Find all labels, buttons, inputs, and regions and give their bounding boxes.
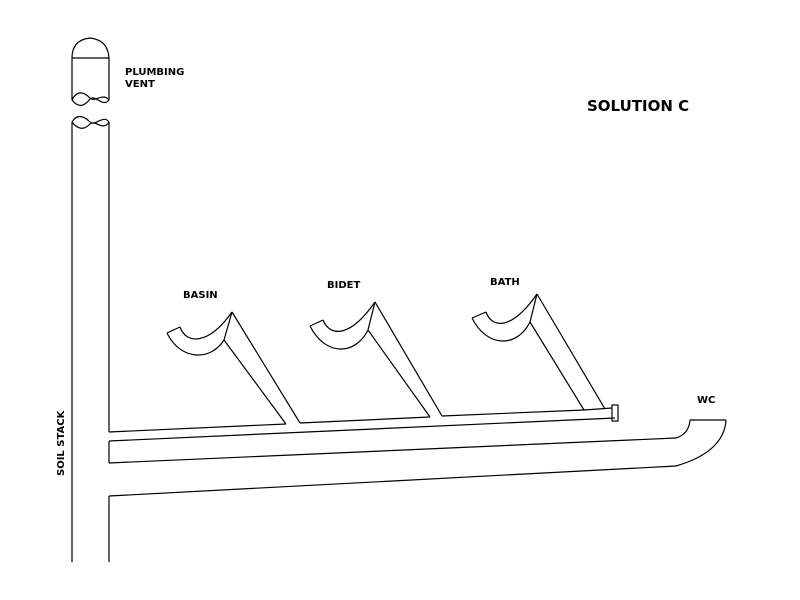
wc-label: WC xyxy=(697,395,715,406)
branch-drain xyxy=(108,404,619,442)
bidet-trap xyxy=(309,301,443,418)
bath-trap xyxy=(471,293,606,411)
basin-label: BASIN xyxy=(183,290,218,301)
basin-trap xyxy=(166,311,301,425)
soil-stack-label: SOIL STACK xyxy=(56,409,67,476)
bidet-label: BIDET xyxy=(327,280,360,291)
soil-stack xyxy=(71,115,110,562)
diagram-title: SOLUTION C xyxy=(587,97,689,115)
vent-cap xyxy=(71,37,110,106)
wc-connection xyxy=(108,419,727,497)
plumbing-vent-label-line2: VENT xyxy=(125,79,155,90)
bath-label: BATH xyxy=(490,277,520,288)
plumbing-vent-label-line1: PLUMBING xyxy=(125,67,184,78)
